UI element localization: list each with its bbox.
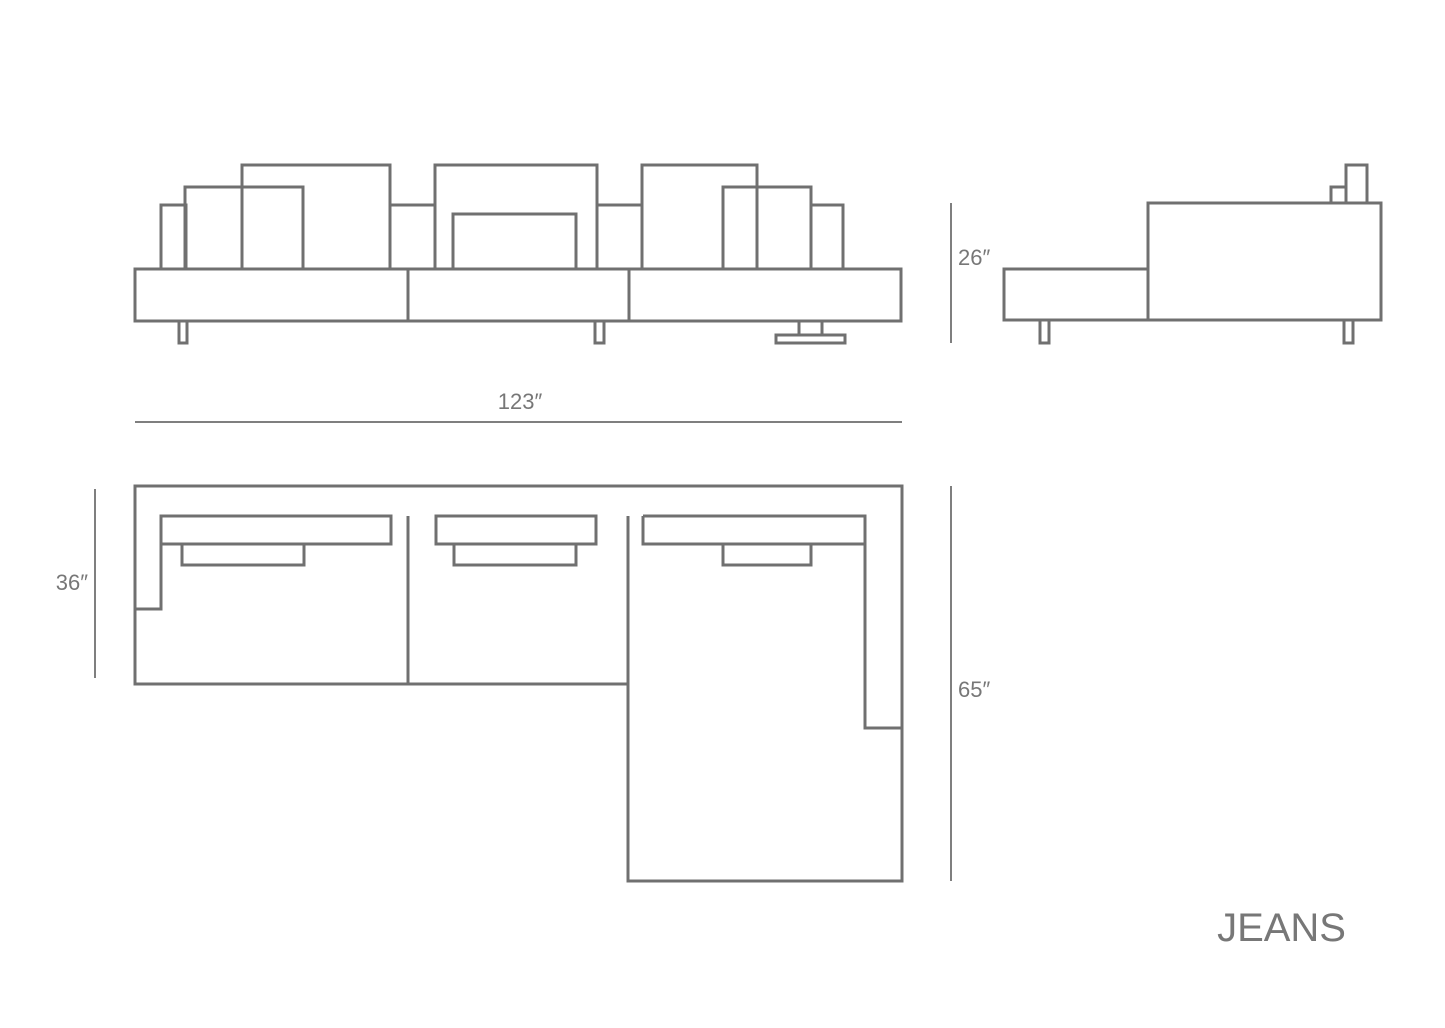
front-leg-foot [774, 333, 847, 345]
front-throw-pillow-1 [183, 185, 305, 271]
dimension-lines [94, 203, 952, 881]
plan-throw-pillow-3 [721, 542, 813, 567]
brand-name: JEANS [1217, 906, 1346, 950]
plan-back-cushion-3-edge [641, 516, 865, 546]
side-elevation-view [1002, 163, 1383, 345]
front-leg-left [177, 319, 189, 345]
plan-back-cushion-1 [159, 514, 393, 546]
chaise-depth-dimension-label: 65″ [958, 677, 990, 702]
front-elevation-view [133, 163, 903, 345]
front-throw-pillow-3 [721, 185, 813, 271]
plan-back-cushion-2 [434, 514, 598, 546]
height-dimension-label: 26″ [958, 245, 990, 270]
front-back-cushion-3 [640, 163, 759, 271]
front-throw-pillow-2 [451, 212, 578, 271]
plan-back-cushion-3 [643, 514, 902, 730]
front-armrest-left [159, 203, 188, 271]
front-leg-middle [593, 319, 606, 345]
plan-throw-pillow-1 [180, 542, 306, 567]
depth-dimension-label: 36″ [56, 570, 88, 595]
front-back-spacer-2 [595, 203, 644, 271]
side-body-high [1146, 201, 1383, 322]
plan-armrest-inner [135, 544, 163, 611]
side-leg-right [1342, 318, 1355, 345]
width-dimension-label: 123″ [498, 389, 543, 414]
plan-throw-pillow-2 [452, 542, 578, 567]
front-base [133, 267, 903, 323]
plan-outline [133, 484, 904, 883]
side-seat-low [1002, 267, 1150, 322]
plan-view [133, 484, 904, 883]
side-pillow-tall [1344, 163, 1369, 205]
front-back-spacer-1 [388, 203, 437, 271]
front-back-cushion-1 [240, 163, 392, 271]
front-back-cushion-2 [433, 163, 599, 271]
side-leg-left [1038, 318, 1051, 345]
front-armrest-right [809, 203, 845, 271]
side-pillow-small [1329, 185, 1348, 205]
front-leg-stem [797, 319, 824, 337]
